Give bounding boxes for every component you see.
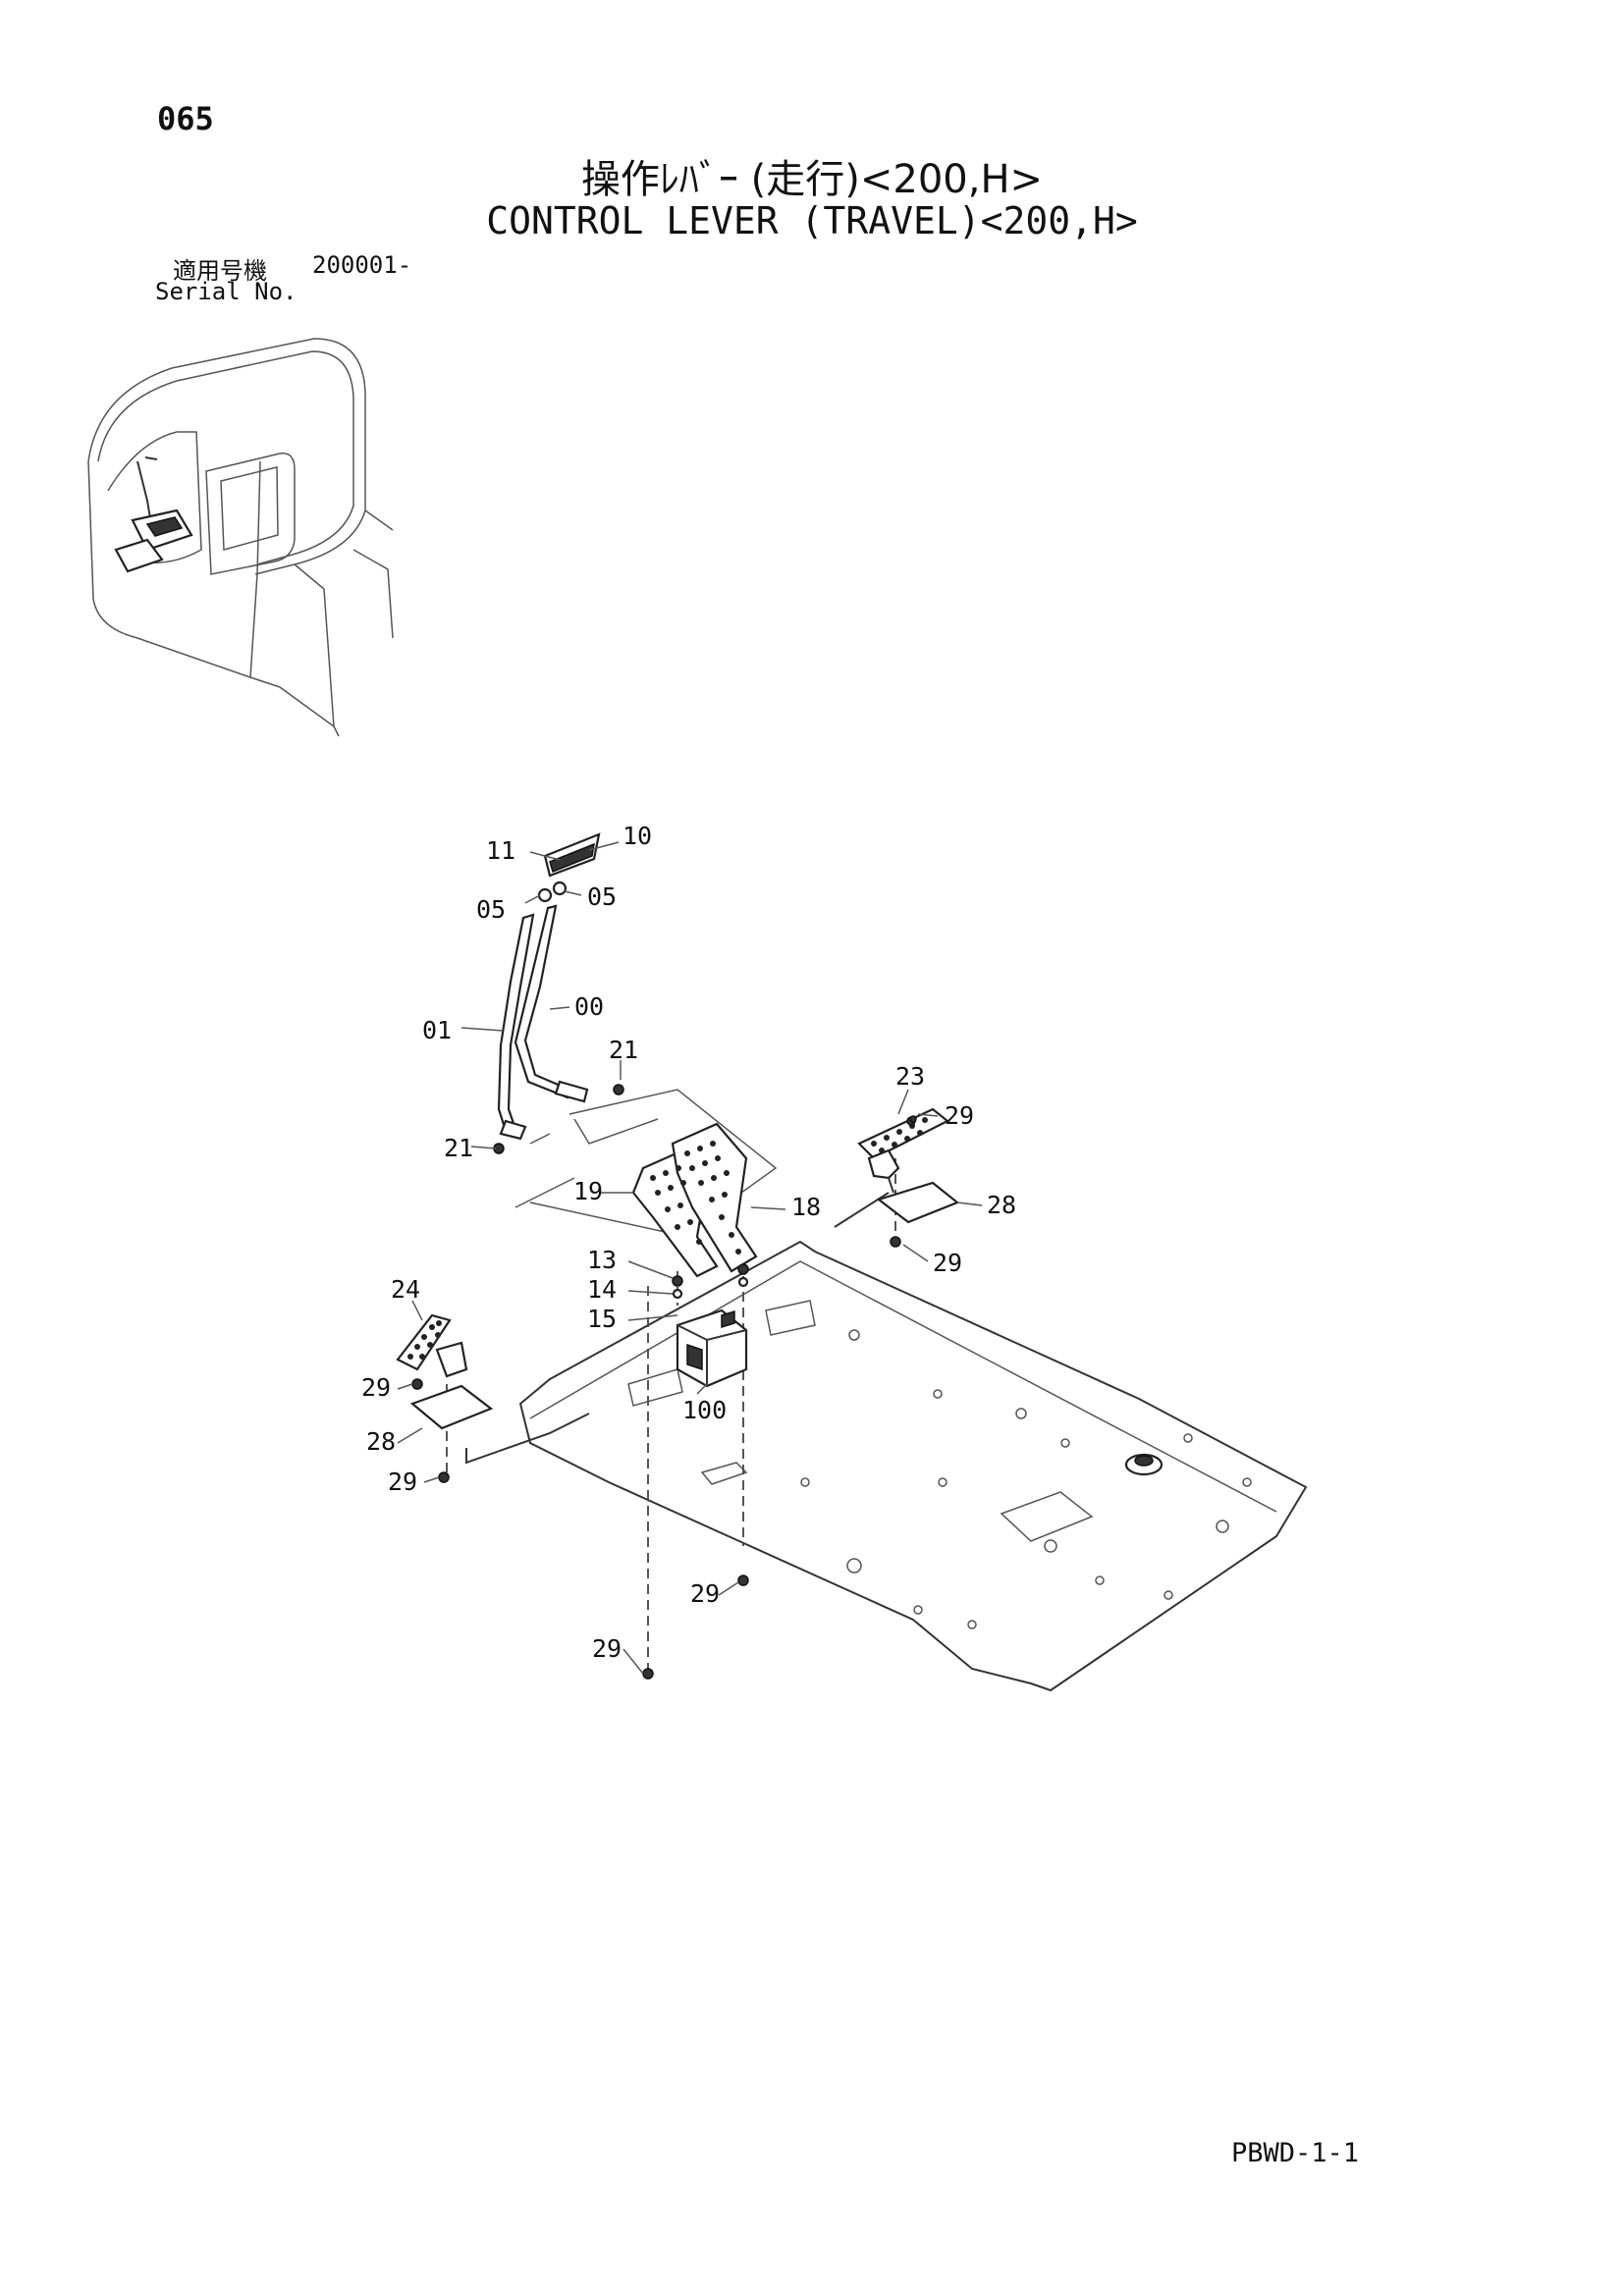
callout-15: 15	[587, 1305, 617, 1333]
page-code: PBWD-1-1	[1231, 2138, 1360, 2168]
left-pedal-assembly	[396, 1313, 749, 1680]
callout-24: 24	[391, 1275, 420, 1304]
travel-pedals	[631, 1122, 758, 1278]
callout-18: 18	[791, 1193, 821, 1221]
callout-29-right-upper: 29	[945, 1101, 974, 1130]
callout-10: 10	[623, 822, 652, 850]
callout-05-left: 05	[476, 895, 506, 924]
serial-value: 200001-	[312, 251, 412, 279]
callout-01: 01	[422, 1016, 452, 1044]
cab-location-thumbnail	[87, 338, 394, 737]
callout-23: 23	[895, 1062, 925, 1091]
callout-00: 00	[574, 992, 604, 1021]
title-japanese: 操作ﾚﾊﾞｰ (走行)<200,H>	[580, 157, 1044, 202]
callout-05-right: 05	[587, 882, 617, 911]
callout-13: 13	[587, 1246, 617, 1274]
page-number: 065	[157, 100, 214, 137]
title-english: CONTROL LEVER (TRAVEL)<200,H>	[486, 199, 1138, 242]
floor-plate	[518, 1240, 1308, 1692]
travel-lever-assembly	[493, 832, 624, 1154]
callout-28-left: 28	[366, 1427, 396, 1456]
callout-29-left-lower: 29	[388, 1468, 417, 1496]
callout-21-lower: 21	[444, 1134, 473, 1162]
callout-19: 19	[573, 1177, 603, 1205]
callout-labels: 11 10 05 05 01 00 21 21 19 18 23 29 28 2…	[361, 822, 1016, 1663]
serial-label-japanese: 適用号機	[173, 257, 267, 285]
callout-14: 14	[587, 1275, 617, 1304]
callout-29-right-lower: 29	[933, 1249, 962, 1277]
callout-29-left-upper: 29	[361, 1373, 391, 1402]
callout-11: 11	[486, 836, 515, 865]
callout-100: 100	[682, 1396, 727, 1424]
callout-21-upper: 21	[609, 1036, 638, 1064]
callout-29-floor-right: 29	[690, 1579, 720, 1608]
leader-lines	[397, 841, 983, 1675]
serial-label-english: Serial No.	[155, 278, 298, 305]
right-pedal-assembly	[857, 1107, 960, 1248]
callout-28-right: 28	[987, 1191, 1016, 1219]
callout-29-floor-left: 29	[592, 1634, 622, 1663]
pilot-valve	[672, 1263, 749, 1388]
